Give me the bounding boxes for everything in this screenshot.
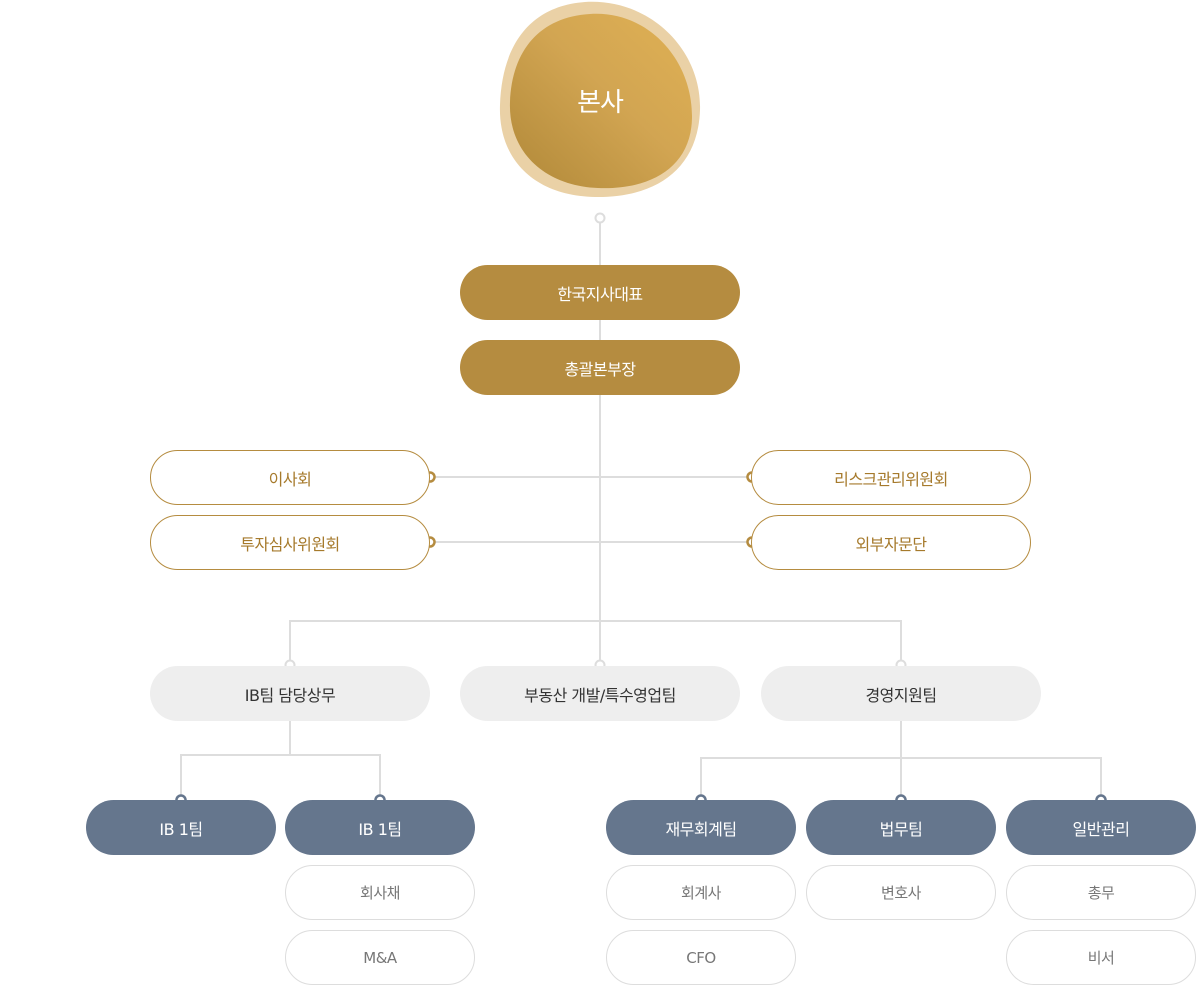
korea-ceo-box: 한국지사대표: [460, 265, 740, 320]
lawyer-role: 변호사: [806, 865, 996, 920]
accountant-role: 회계사: [606, 865, 796, 920]
general-affairs-role: 총무: [1006, 865, 1196, 920]
connector-dot: [594, 212, 606, 224]
hq-blob: [499, 1, 701, 198]
corporate-bonds-role: 회사채: [285, 865, 475, 920]
ib-team-1b-box: IB 1팀: [285, 800, 475, 855]
hq-label: 본사: [577, 88, 624, 118]
legal-team-box: 법무팀: [806, 800, 996, 855]
board-box: 이사회: [150, 450, 430, 505]
general-head-box: 총괄본부장: [460, 340, 740, 395]
external-advisory-box: 외부자문단: [751, 515, 1031, 570]
management-support-team-box: 경영지원팀: [761, 666, 1041, 721]
cfo-role: CFO: [606, 930, 796, 985]
risk-management-committee-box: 리스크관리위원회: [751, 450, 1031, 505]
general-admin-team-box: 일반관리: [1006, 800, 1196, 855]
finance-accounting-team-box: 재무회계팀: [606, 800, 796, 855]
secretary-role: 비서: [1006, 930, 1196, 985]
ib-team-1a-box: IB 1팀: [86, 800, 276, 855]
real-estate-team-box: 부동산 개발/특수영업팀: [460, 666, 740, 721]
ib-head-box: IB팀 담당상무: [150, 666, 430, 721]
mna-role: M&A: [285, 930, 475, 985]
investment-review-committee-box: 투자심사위원회: [150, 515, 430, 570]
